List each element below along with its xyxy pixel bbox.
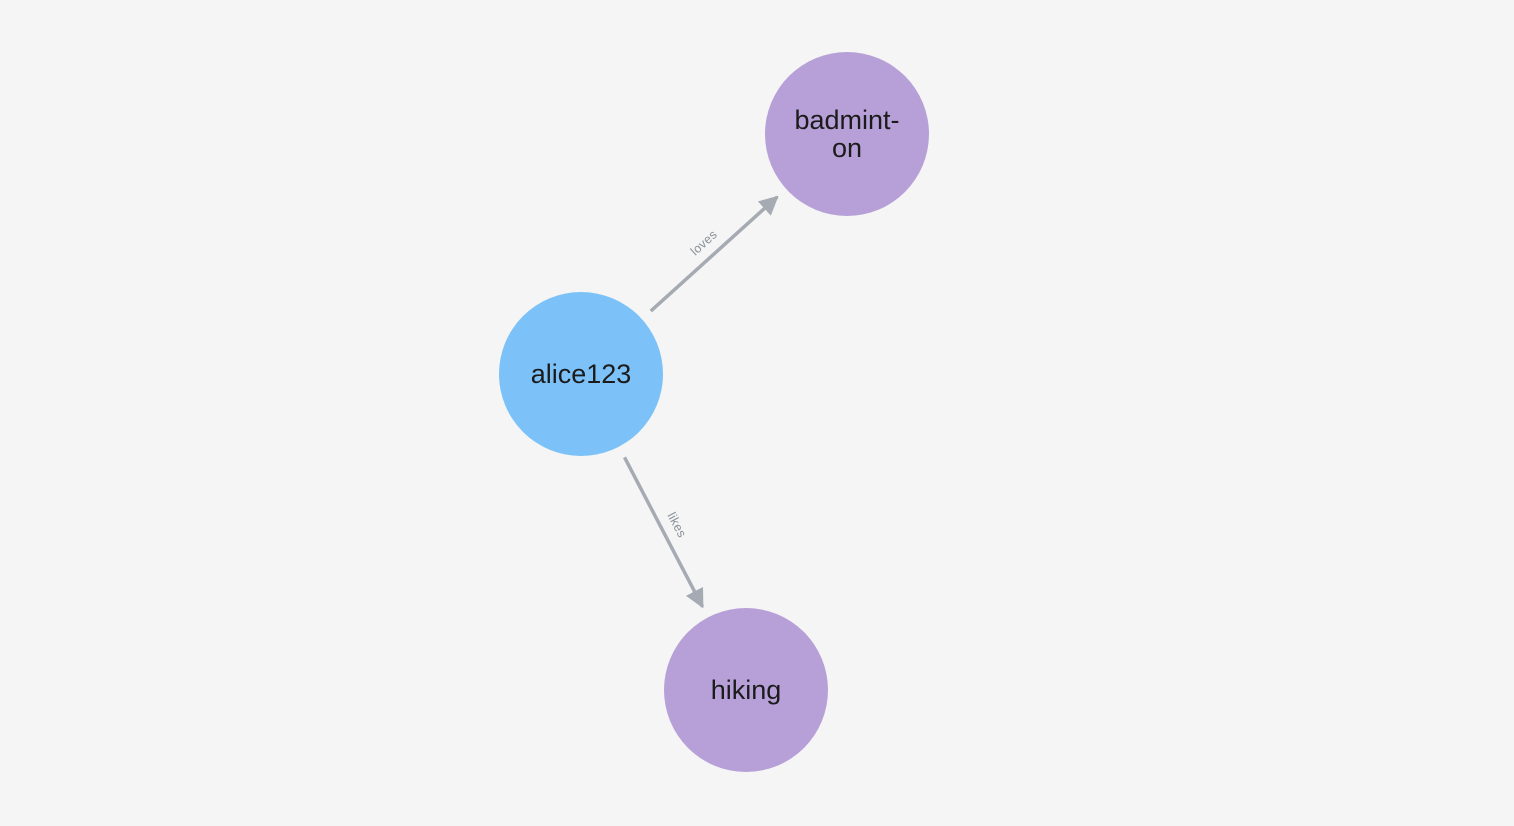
node-layer: alice123 badmint-on hiking bbox=[499, 52, 929, 772]
graph-node-alice123[interactable]: alice123 bbox=[499, 292, 663, 456]
edge-line[interactable] bbox=[622, 456, 705, 609]
node-circle[interactable] bbox=[664, 608, 828, 772]
edge-line[interactable] bbox=[649, 195, 779, 313]
node-circle[interactable] bbox=[765, 52, 929, 216]
graph-edge-loves[interactable]: loves bbox=[649, 195, 779, 313]
graph-node-hiking[interactable]: hiking bbox=[664, 608, 828, 772]
edge-label[interactable]: likes bbox=[664, 510, 689, 540]
node-circle[interactable] bbox=[499, 292, 663, 456]
graph-node-badminton[interactable]: badmint-on bbox=[765, 52, 929, 216]
graph-edge-likes[interactable]: likes bbox=[622, 456, 705, 609]
